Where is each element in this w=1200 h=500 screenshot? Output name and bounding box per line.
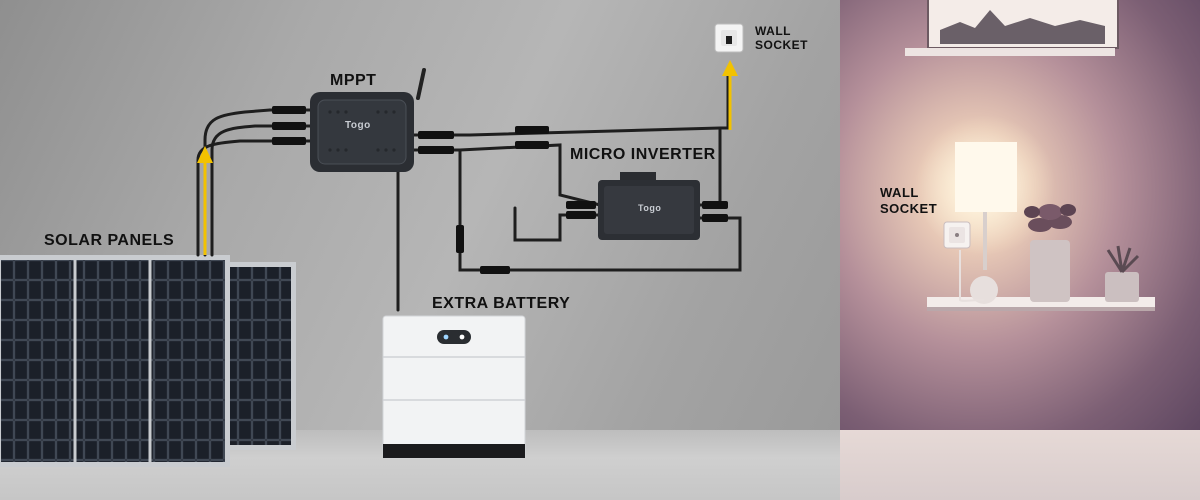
potted-plant-small <box>1105 245 1140 302</box>
extra-battery-unit <box>382 315 526 459</box>
mc4-connectors <box>272 106 728 274</box>
mppt-label: MPPT <box>330 72 377 89</box>
wall-socket-label-top: WALL SOCKET <box>755 24 809 52</box>
table-lamp <box>915 115 1055 304</box>
battery-display-icon <box>437 330 471 344</box>
micro-inverter-label: MICRO INVERTER <box>570 146 716 163</box>
micro-inverter-device <box>598 172 700 240</box>
upper-shelf <box>905 48 1115 56</box>
panel-cable-1 <box>203 108 272 257</box>
power-flow-arrows <box>197 60 738 255</box>
arrow-up-icon <box>197 146 213 163</box>
wall-socket-label-room: WALL SOCKET <box>880 185 938 216</box>
inverter-logo: Togo <box>638 203 662 213</box>
top-wall-socket <box>714 23 744 53</box>
room-wall-socket <box>943 221 971 249</box>
mppt-logo: Togo <box>345 120 371 131</box>
mppt-to-socket-cable <box>410 68 730 137</box>
extra-battery-label: EXTRA BATTERY <box>432 295 571 312</box>
arrow-up-icon <box>722 60 738 76</box>
wall-picture-frame <box>927 0 1119 49</box>
potted-plant-large <box>1024 204 1076 302</box>
room-floor <box>840 430 1200 500</box>
solar-panel-rear <box>218 262 296 450</box>
solar-panels-label: SOLAR PANELS <box>44 232 175 249</box>
solar-panel-front <box>0 255 230 467</box>
mppt-controller <box>310 68 426 172</box>
